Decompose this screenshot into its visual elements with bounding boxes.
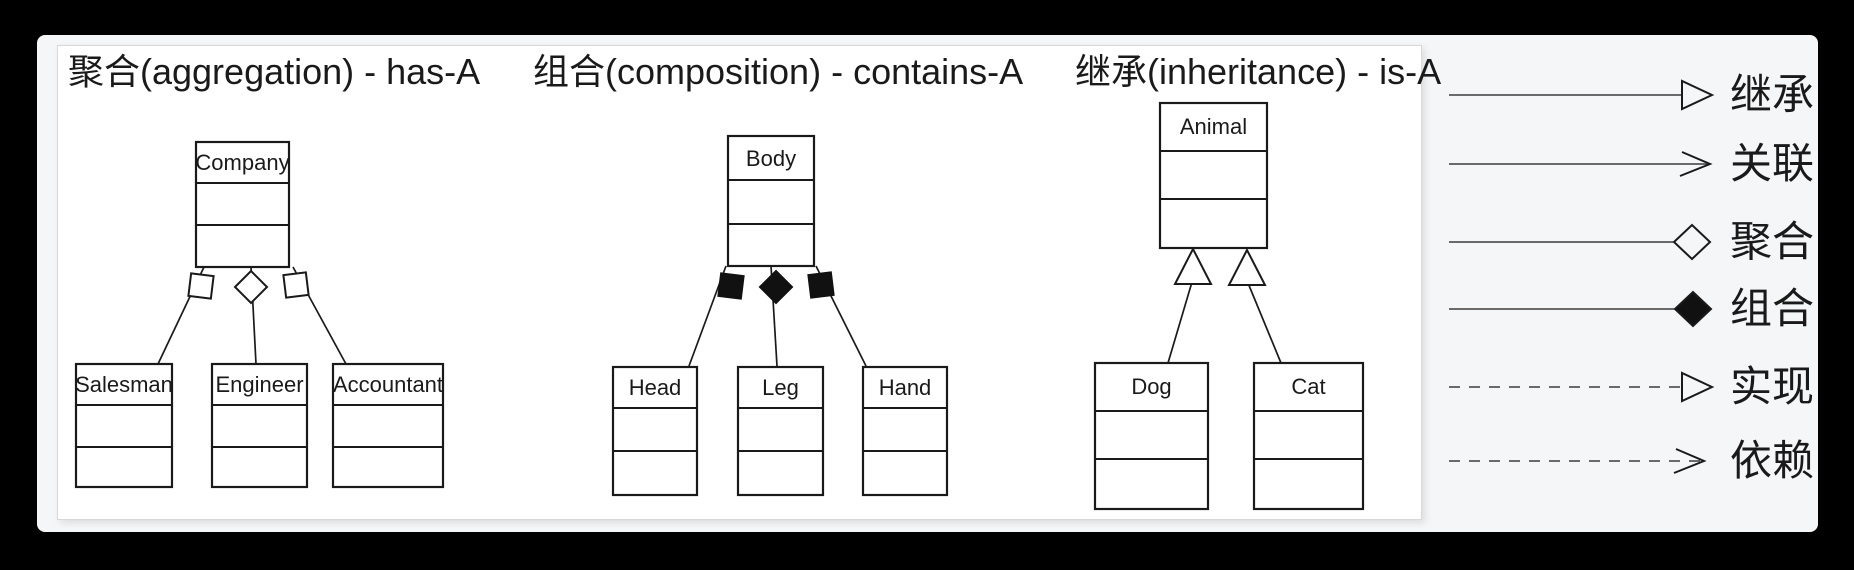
legend-row-composition: 组合 — [1449, 285, 1814, 332]
class-box-frame — [210, 362, 309, 489]
legend-row-inheritance: 继承 — [1449, 71, 1814, 118]
hollow-triangle-icon — [1227, 247, 1267, 286]
legend-label: 组合 — [1730, 285, 1814, 332]
class-box-animal: Animal — [1158, 101, 1269, 250]
legend-label: 继承 — [1730, 71, 1814, 118]
filled-diamond-icon — [717, 272, 745, 300]
legend-label: 关联 — [1730, 140, 1814, 187]
class-box-accountant: Accountant — [331, 362, 445, 489]
class-name-label: Engineer — [215, 372, 303, 397]
class-box-frame — [74, 362, 174, 489]
class-name-label: Accountant — [333, 372, 443, 397]
hollow-triangle-icon — [1681, 79, 1715, 111]
class-box-frame — [1252, 361, 1365, 511]
legend-label: 实现 — [1730, 363, 1814, 410]
class-box-engineer: Engineer — [210, 362, 309, 489]
class-box-frame — [611, 365, 699, 497]
class-box-frame — [194, 140, 291, 269]
class-box-company: Company — [194, 140, 291, 269]
legend-row-dependency: 依赖 — [1449, 437, 1814, 484]
hollow-diamond-icon — [187, 272, 215, 300]
open-arrow-icon — [1679, 151, 1713, 177]
class-box-frame — [1158, 101, 1269, 250]
class-box-head: Head — [611, 365, 699, 497]
hollow-diamond-icon — [1672, 223, 1712, 261]
class-box-frame — [861, 365, 949, 497]
hollow-diamond-icon — [282, 271, 310, 299]
filled-diamond-icon — [807, 271, 835, 299]
legend-label: 依赖 — [1730, 437, 1814, 484]
inheritance-title: 继承(inheritance) - is-A — [1075, 51, 1441, 92]
legend-row-association: 关联 — [1449, 140, 1814, 187]
composition-title: 组合(composition) - contains-A — [533, 51, 1023, 92]
class-name-label: Body — [746, 146, 796, 171]
class-box-hand: Hand — [861, 365, 949, 497]
hollow-triangle-icon — [1681, 371, 1715, 403]
legend: 继承 关联 聚合 组合 实现 依赖 — [1449, 71, 1814, 484]
class-name-label: Cat — [1291, 374, 1325, 399]
class-box-frame — [726, 134, 816, 268]
inheritance-diagram: 继承(inheritance) - is-A Animal Dog Cat — [1075, 51, 1441, 511]
hollow-triangle-icon — [1173, 246, 1213, 285]
class-box-body: Body — [726, 134, 816, 268]
class-name-label: Company — [195, 150, 289, 175]
hollow-diamond-icon — [233, 269, 269, 305]
legend-row-realization: 实现 — [1449, 363, 1814, 410]
open-arrow-icon — [1673, 448, 1707, 474]
class-name-label: Animal — [1180, 114, 1247, 139]
class-name-label: Leg — [762, 375, 799, 400]
class-box-leg: Leg — [736, 365, 825, 497]
class-box-frame — [736, 365, 825, 497]
legend-row-aggregation: 聚合 — [1449, 218, 1814, 265]
class-name-label: Dog — [1131, 374, 1171, 399]
legend-label: 聚合 — [1730, 218, 1814, 265]
filled-diamond-icon — [758, 269, 794, 305]
class-box-frame — [1093, 361, 1210, 511]
inheritance-connector-line — [1247, 282, 1282, 364]
aggregation-diagram: 聚合(aggregation) - has-A Company Salesman — [68, 51, 480, 489]
class-name-label: Hand — [879, 375, 932, 400]
class-box-dog: Dog — [1093, 361, 1210, 511]
aggregation-title: 聚合(aggregation) - has-A — [68, 51, 480, 92]
composition-diagram: 组合(composition) - contains-A Body Head — [533, 51, 1023, 497]
class-name-label: Head — [629, 375, 682, 400]
class-box-frame — [331, 362, 445, 489]
class-name-label: Salesman — [75, 372, 173, 397]
inheritance-connector-line — [1167, 281, 1193, 364]
class-box-salesman: Salesman — [74, 362, 174, 489]
filled-diamond-icon — [1673, 290, 1713, 328]
class-box-cat: Cat — [1252, 361, 1365, 511]
